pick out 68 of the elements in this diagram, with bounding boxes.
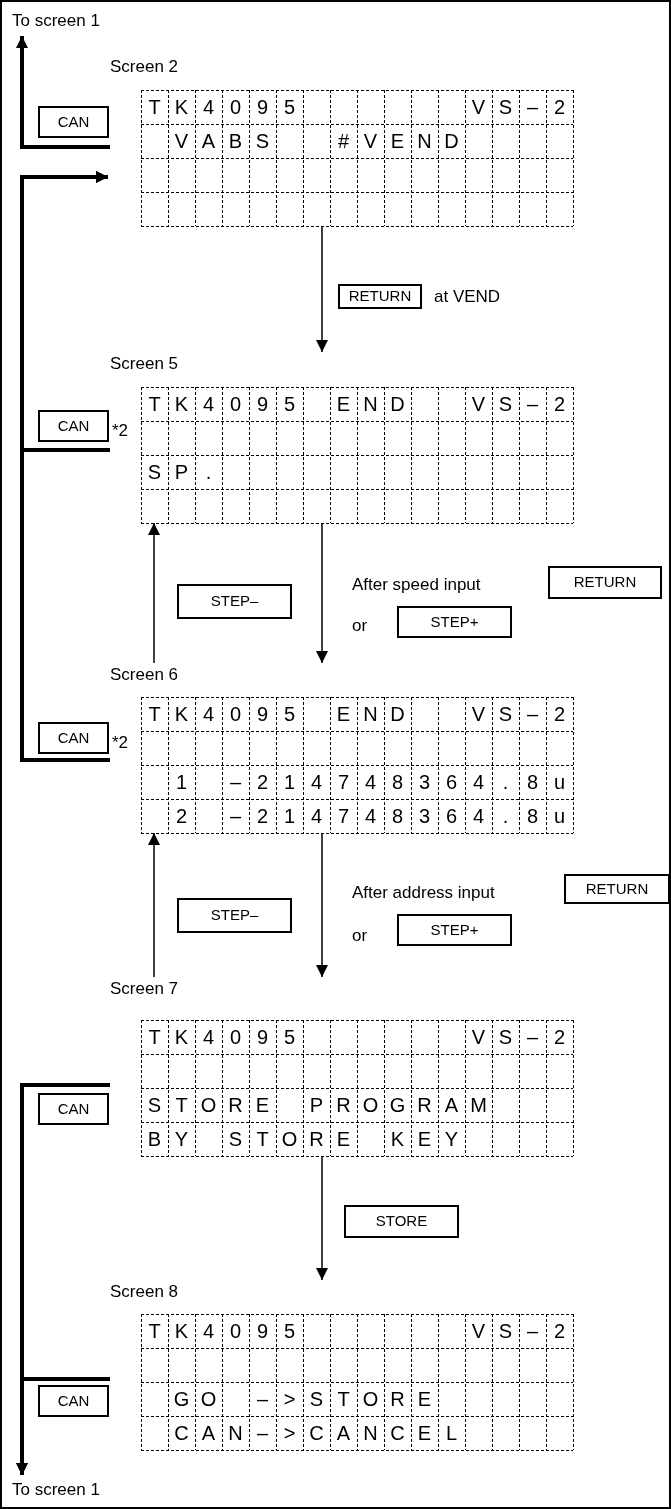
lcd-text: # V E N D — [336, 129, 460, 154]
lcd-text: – > S T O R E — [255, 1387, 433, 1412]
lcd-text: T K 4 0 9 5 — [147, 95, 297, 120]
lcd-screen — [110, 57, 575, 226]
note-text: or — [352, 615, 368, 637]
lcd-text: V S – 2 — [470, 1025, 567, 1050]
key-label: STEP– — [177, 898, 292, 933]
key-label: CAN — [38, 1093, 109, 1125]
lcd-text: T K 4 0 9 5 — [147, 1025, 297, 1050]
lcd-text: 2 — [174, 804, 189, 829]
lcd-text: T K 4 0 9 5 — [147, 1319, 297, 1344]
lcd-screen — [110, 979, 575, 1156]
destination-text: To screen 1 — [12, 10, 100, 32]
arrow — [20, 171, 110, 762]
key-label: STEP+ — [397, 606, 512, 638]
lcd-text: 1 — [174, 770, 189, 795]
note-text: *2 — [112, 732, 129, 754]
lcd-text: – 2 1 4 7 4 8 3 6 4 . 8 u — [228, 804, 567, 829]
lcd-screen — [110, 665, 575, 833]
arrow — [316, 522, 328, 664]
screen-title: Screen 2 — [110, 57, 179, 77]
key-label: STORE — [344, 1205, 459, 1238]
lcd-text: V S – 2 — [470, 392, 567, 417]
lcd-text: V S – 2 — [470, 702, 567, 727]
lcd-text: K E Y — [389, 1127, 460, 1152]
arrow — [316, 832, 328, 978]
key-label: CAN — [38, 1385, 109, 1417]
screen-title: Screen 8 — [110, 1282, 179, 1302]
destination-text: To screen 1 — [12, 1479, 100, 1501]
lcd-text: E N D — [335, 702, 406, 727]
arrow — [16, 36, 110, 149]
key-label: RETURN — [338, 284, 422, 309]
key-label: STEP+ — [397, 914, 512, 946]
lcd-screen — [110, 1282, 575, 1450]
lcd-text: S P . — [146, 460, 213, 485]
key-label: RETURN — [564, 874, 669, 904]
note-text: or — [352, 925, 368, 947]
lcd-text: V A B S — [173, 129, 271, 154]
key-label: RETURN — [548, 566, 662, 599]
note-text: at VEND — [434, 286, 501, 308]
arrow — [16, 1377, 110, 1475]
lcd-text: V S – 2 — [470, 1319, 567, 1344]
lcd-text: B Y — [146, 1127, 190, 1152]
key-label: STEP– — [177, 584, 292, 619]
note-text: After address input — [352, 882, 495, 904]
key-label: CAN — [38, 722, 109, 754]
lcd-screen — [110, 354, 575, 523]
lcd-text: V S – 2 — [470, 95, 567, 120]
lcd-text: C A N – > C A N C E L — [173, 1421, 459, 1446]
lcd-text: T K 4 0 9 5 — [147, 702, 297, 727]
lcd-text: T K 4 0 9 5 — [147, 392, 297, 417]
screen-title: Screen 7 — [110, 979, 179, 999]
note-text: *2 — [112, 420, 129, 442]
note-text: After speed input — [352, 574, 481, 596]
lcd-text: P R O G R A M — [308, 1093, 488, 1118]
lcd-text: S T O R E — [146, 1093, 271, 1118]
lcd-text: E N D — [335, 392, 406, 417]
lcd-text: – 2 1 4 7 4 8 3 6 4 . 8 u — [228, 770, 567, 795]
key-label: CAN — [38, 410, 109, 442]
screen-title: Screen 6 — [110, 665, 179, 685]
arrow — [148, 522, 160, 664]
arrow — [316, 225, 328, 353]
arrow — [148, 832, 160, 978]
arrow — [316, 1155, 328, 1281]
screen-title: Screen 5 — [110, 354, 179, 374]
lcd-text: G O — [172, 1387, 218, 1412]
key-label: CAN — [38, 106, 109, 138]
lcd-text: S T O R E — [227, 1127, 352, 1152]
